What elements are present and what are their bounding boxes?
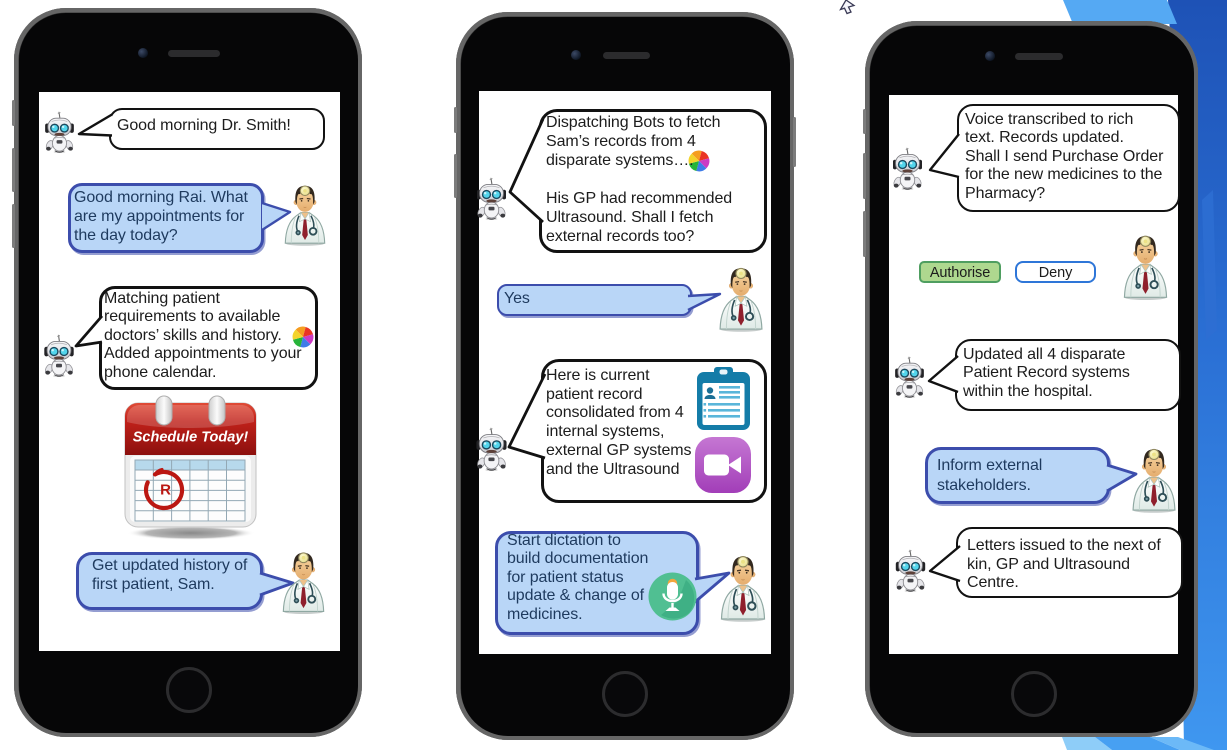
svg-text:Schedule Today!: Schedule Today!	[133, 430, 249, 446]
svg-text:R: R	[160, 482, 171, 499]
